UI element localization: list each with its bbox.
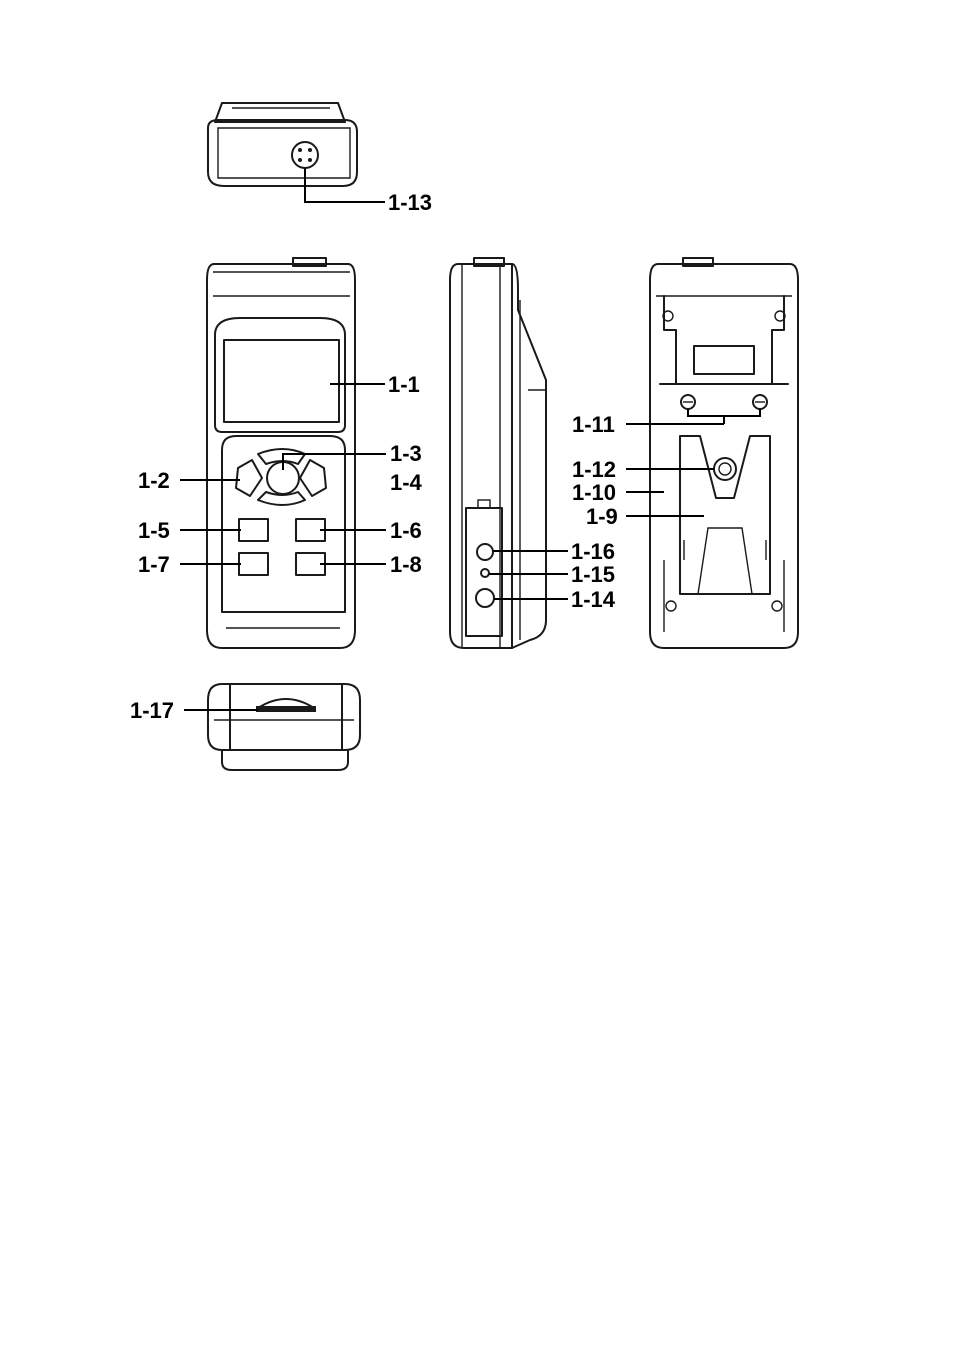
label-1-3: 1-3 — [390, 441, 422, 466]
jack-1-15-icon — [481, 569, 489, 577]
label-1-4: 1-4 — [390, 470, 423, 495]
label-1-14: 1-14 — [571, 587, 616, 612]
button-1-4 — [300, 460, 326, 496]
bottom-view: 1-17 — [130, 684, 360, 770]
label-1-15: 1-15 — [571, 562, 615, 587]
label-1-11: 1-11 — [572, 412, 615, 437]
label-1-7: 1-7 — [138, 552, 170, 577]
front-view: 1-1 1-2 1-3 1-4 1-5 1-6 1-7 1-8 — [138, 258, 423, 648]
label-1-1: 1-1 — [388, 372, 420, 397]
label-1-10: 1-10 — [572, 480, 616, 505]
jack-1-16-icon — [477, 544, 493, 560]
label-1-2: 1-2 — [138, 468, 170, 493]
tripod-screw-icon — [714, 458, 736, 480]
label-1-6: 1-6 — [390, 518, 422, 543]
sensor-socket-icon — [292, 142, 318, 168]
lcd-display — [224, 340, 339, 422]
jack-1-14-icon — [476, 589, 494, 607]
button-1-7 — [239, 553, 268, 575]
sd-card-slot-icon — [256, 699, 316, 712]
screw-icon — [663, 311, 785, 611]
label-1-8: 1-8 — [390, 552, 422, 577]
label-1-12: 1-12 — [572, 457, 616, 482]
button-1-5 — [239, 519, 268, 541]
label-1-9: 1-9 — [586, 504, 618, 529]
label-1-13: 1-13 — [388, 190, 432, 215]
label-1-5: 1-5 — [138, 518, 170, 543]
label-1-16: 1-16 — [571, 539, 615, 564]
label-1-17: 1-17 — [130, 698, 174, 723]
top-view: 1-13 — [208, 103, 432, 215]
button-1-2 — [236, 460, 262, 496]
side-view: 1-16 1-15 1-14 — [450, 258, 616, 648]
